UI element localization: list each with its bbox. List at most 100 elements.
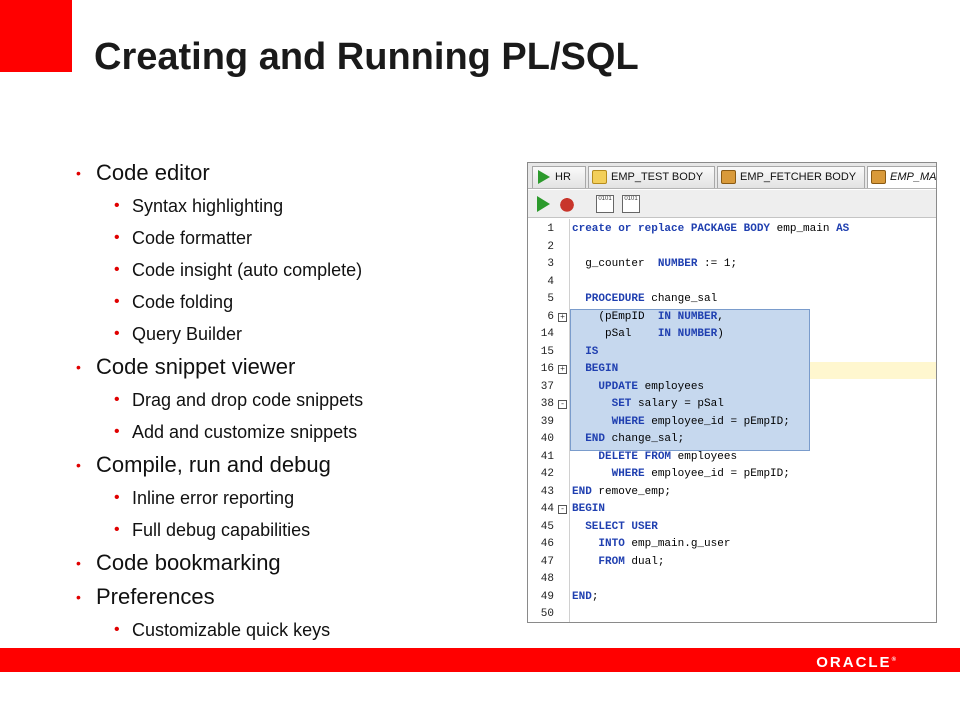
line-number: 38 [540,398,554,410]
code-line: 40 END change_sal; [528,431,936,449]
code-token: employee_id = pEmpID; [644,415,790,428]
debug-bug-icon[interactable] [558,195,576,213]
code-editor[interactable]: 1 create or replace PACKAGE BODY emp_main… [528,219,936,622]
code-line: 15 IS [528,344,936,362]
slide-title: Creating and Running PL/SQL [94,36,639,78]
line-number: 6 [547,310,554,323]
editor-tab[interactable]: EMP_FETCHER BODY [717,166,865,188]
code-token: := 1; [697,258,738,270]
expand-fold-icon[interactable]: + [558,312,567,322]
line-number: 16 [540,363,554,375]
footer-bar: ORACLE® [0,648,960,672]
code-token [572,416,612,428]
code-text: g_counter NUMBER := 1; [572,256,737,274]
code-line: 44-BEGIN [528,501,936,519]
code-line: 49 END; [528,589,936,607]
line-number: 48 [540,573,554,585]
oracle-logo: ORACLE® [816,652,896,671]
corner-accent [0,0,72,72]
package-icon [721,170,736,184]
code-token: g_counter [572,258,658,270]
bullet-item: Code bookmarking [76,546,363,580]
oracle-logo-mark: ® [891,657,896,663]
collapse-fold-icon[interactable]: - [558,505,567,514]
editor-tab[interactable]: EMP_TEST BODY [588,166,715,188]
code-text: DELETE FROM employees [572,449,737,467]
code-token: employees [671,450,738,463]
bullet-item: Preferences [76,580,363,614]
bullet-list: Code editorSyntax highlightingCode forma… [76,156,363,646]
code-keyword: END [572,590,592,603]
bullet-item: Compile, run and debug [76,448,363,482]
line-number: 45 [540,520,554,533]
sub-bullet-item: Code folding [76,286,363,318]
code-text: END remove_emp; [572,484,671,502]
code-text: INTO emp_main.g_user [572,536,730,554]
code-token: change_sal [644,293,718,305]
line-number: 50 [540,608,554,620]
code-line: 39 WHERE employee_id = pEmpID; [528,414,936,432]
sub-bullet-item: Add and customize snippets [76,416,363,448]
bullet-item: Code snippet viewer [76,350,363,384]
code-token [572,398,612,410]
code-text: END; [572,589,598,607]
code-text: (pEmpID IN NUMBER, [572,309,723,327]
sub-bullet-item: Query Builder [76,318,363,350]
code-token: (pEmpID [572,310,658,323]
line-number: 1 [547,223,554,235]
code-token [572,468,612,480]
sub-bullet-item: Code formatter [76,222,363,254]
code-keyword: FROM [598,555,625,568]
sub-bullet-item: Customizable quick keys [76,614,363,646]
code-keyword: SELECT USER [585,520,658,533]
oracle-logo-text: ORACLE [816,654,892,671]
code-text: SET salary = pSal [572,396,724,414]
code-keyword: UPDATE [598,380,639,393]
folder-icon [592,170,607,184]
code-line: 2 [528,239,936,257]
code-text: BEGIN [572,501,605,519]
code-token: dual; [624,555,665,568]
line-number: 44 [540,503,554,515]
code-line: 45 SELECT USER [528,519,936,537]
line-number: 43 [540,485,554,498]
code-text: pSal IN NUMBER) [572,326,724,344]
code-keyword: AS [836,223,850,235]
code-line: 38- SET salary = pSal [528,396,936,414]
line-number-gutter [528,219,570,622]
collapse-fold-icon[interactable]: - [558,400,567,409]
editor-tab[interactable]: HR [532,166,586,188]
code-token: employee_id = pEmpID; [644,468,790,480]
code-keyword: BEGIN [585,363,619,375]
code-line: 46 INTO emp_main.g_user [528,536,936,554]
expand-fold-icon[interactable]: + [558,365,567,374]
connection-play-icon [538,170,550,184]
current-line-highlight [810,362,936,379]
code-keyword: WHERE [611,468,645,480]
code-token: employees [638,380,705,393]
code-line: 37 UPDATE employees [528,379,936,397]
compile-icon-label: 0101 [598,196,612,202]
code-token: salary = pSal [631,398,724,410]
code-line: 42 WHERE employee_id = pEmpID; [528,466,936,484]
code-line: 47 FROM dual; [528,554,936,572]
code-token [572,451,598,463]
compile-icon[interactable]: 0101 [596,195,614,213]
line-number: 49 [540,590,554,603]
code-keyword: END [585,433,606,445]
line-number: 37 [540,380,554,393]
compile-debug-icon[interactable]: 0101 [622,195,640,213]
code-token [572,433,585,445]
code-text: create or replace PACKAGE BODY emp_main … [572,221,849,239]
run-icon[interactable] [537,196,550,212]
code-text: END change_sal; [572,431,684,449]
code-token: remove_emp; [591,485,672,498]
code-token: pSal [572,328,658,340]
editor-tab[interactable]: EMP_MA [867,166,936,188]
line-number: 15 [540,345,554,358]
line-number: 40 [540,433,554,445]
code-line: 4 [528,274,936,292]
code-line: 1 create or replace PACKAGE BODY emp_main… [528,221,936,239]
code-keyword: IS [585,345,599,358]
code-line: 14 pSal IN NUMBER) [528,326,936,344]
